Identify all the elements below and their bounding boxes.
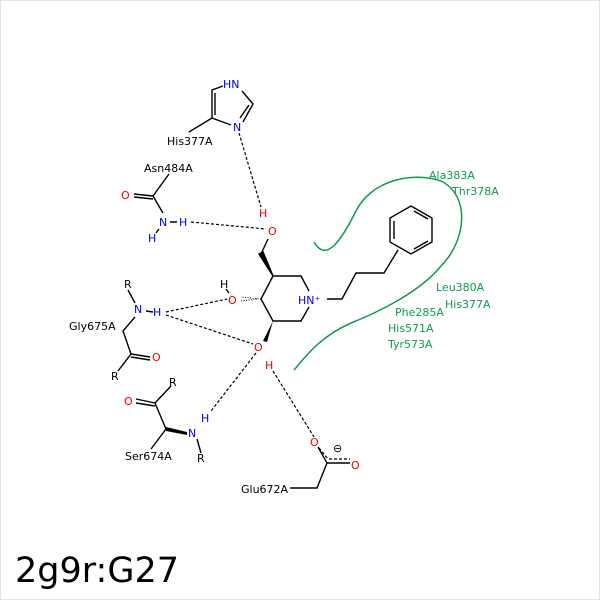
glu672-sidechain <box>290 446 350 489</box>
atom-r: R <box>169 376 177 389</box>
hydrophobic-label: His571A <box>388 322 434 335</box>
ser674-wedge <box>166 427 187 435</box>
atom-h: H <box>153 306 161 319</box>
atom-o: O <box>228 294 237 307</box>
atom-o: O <box>254 341 263 354</box>
ser674-backbone <box>135 385 202 454</box>
atom-n: N <box>159 216 167 229</box>
charge-minus: ⊖ <box>333 442 342 455</box>
hydrophobic-label: His377A <box>445 298 491 311</box>
residue-his377: His377A <box>167 135 213 148</box>
glu672-delocalized-bond <box>318 447 350 460</box>
residue-gly675: Gly675A <box>69 320 116 333</box>
residue-ser674: Ser674A <box>125 450 172 463</box>
asn484-sidechain <box>133 173 177 234</box>
atom-r: R <box>124 278 132 291</box>
atom-r: R <box>197 452 205 465</box>
atom-o: O <box>121 189 130 202</box>
hydrophobic-label: Thr378A <box>451 185 499 198</box>
hydrophobic-contour <box>293 176 463 371</box>
his377-sidechain <box>188 85 254 133</box>
atom-o: O <box>351 459 360 472</box>
diagram-title: 2g9r:G27 <box>15 551 179 591</box>
atom-o: O <box>310 436 319 449</box>
hydrophobic-label: Tyr573A <box>387 338 433 351</box>
hydrophobic-label: Leu380A <box>436 281 485 294</box>
hydrogen-bonds <box>165 132 315 438</box>
gly675-backbone <box>117 289 154 372</box>
atom-r: R <box>111 370 119 383</box>
hydrophobic-label: Ala383A <box>429 169 475 182</box>
atom-n: N <box>233 121 241 134</box>
ligand-bonds <box>225 205 433 342</box>
atom-h: H <box>220 278 228 291</box>
atom-o: O <box>268 225 277 238</box>
atom-h: H <box>179 216 187 229</box>
residue-asn484: Asn484A <box>144 162 193 175</box>
atom-h: H <box>265 359 273 372</box>
hydrophobic-label: Phe285A <box>395 306 444 319</box>
atom-hn: HN <box>223 78 240 91</box>
atom-o: O <box>152 351 161 364</box>
atom-h: H <box>148 232 156 245</box>
residue-glu672: Glu672A <box>241 483 289 496</box>
atom-n: N <box>188 427 196 440</box>
atom-h: H <box>259 207 267 220</box>
atom-n: N <box>134 303 142 316</box>
atom-o: O <box>124 395 133 408</box>
atom-hn-plus: HN⁺ <box>298 294 321 307</box>
atom-h: H <box>201 412 209 425</box>
